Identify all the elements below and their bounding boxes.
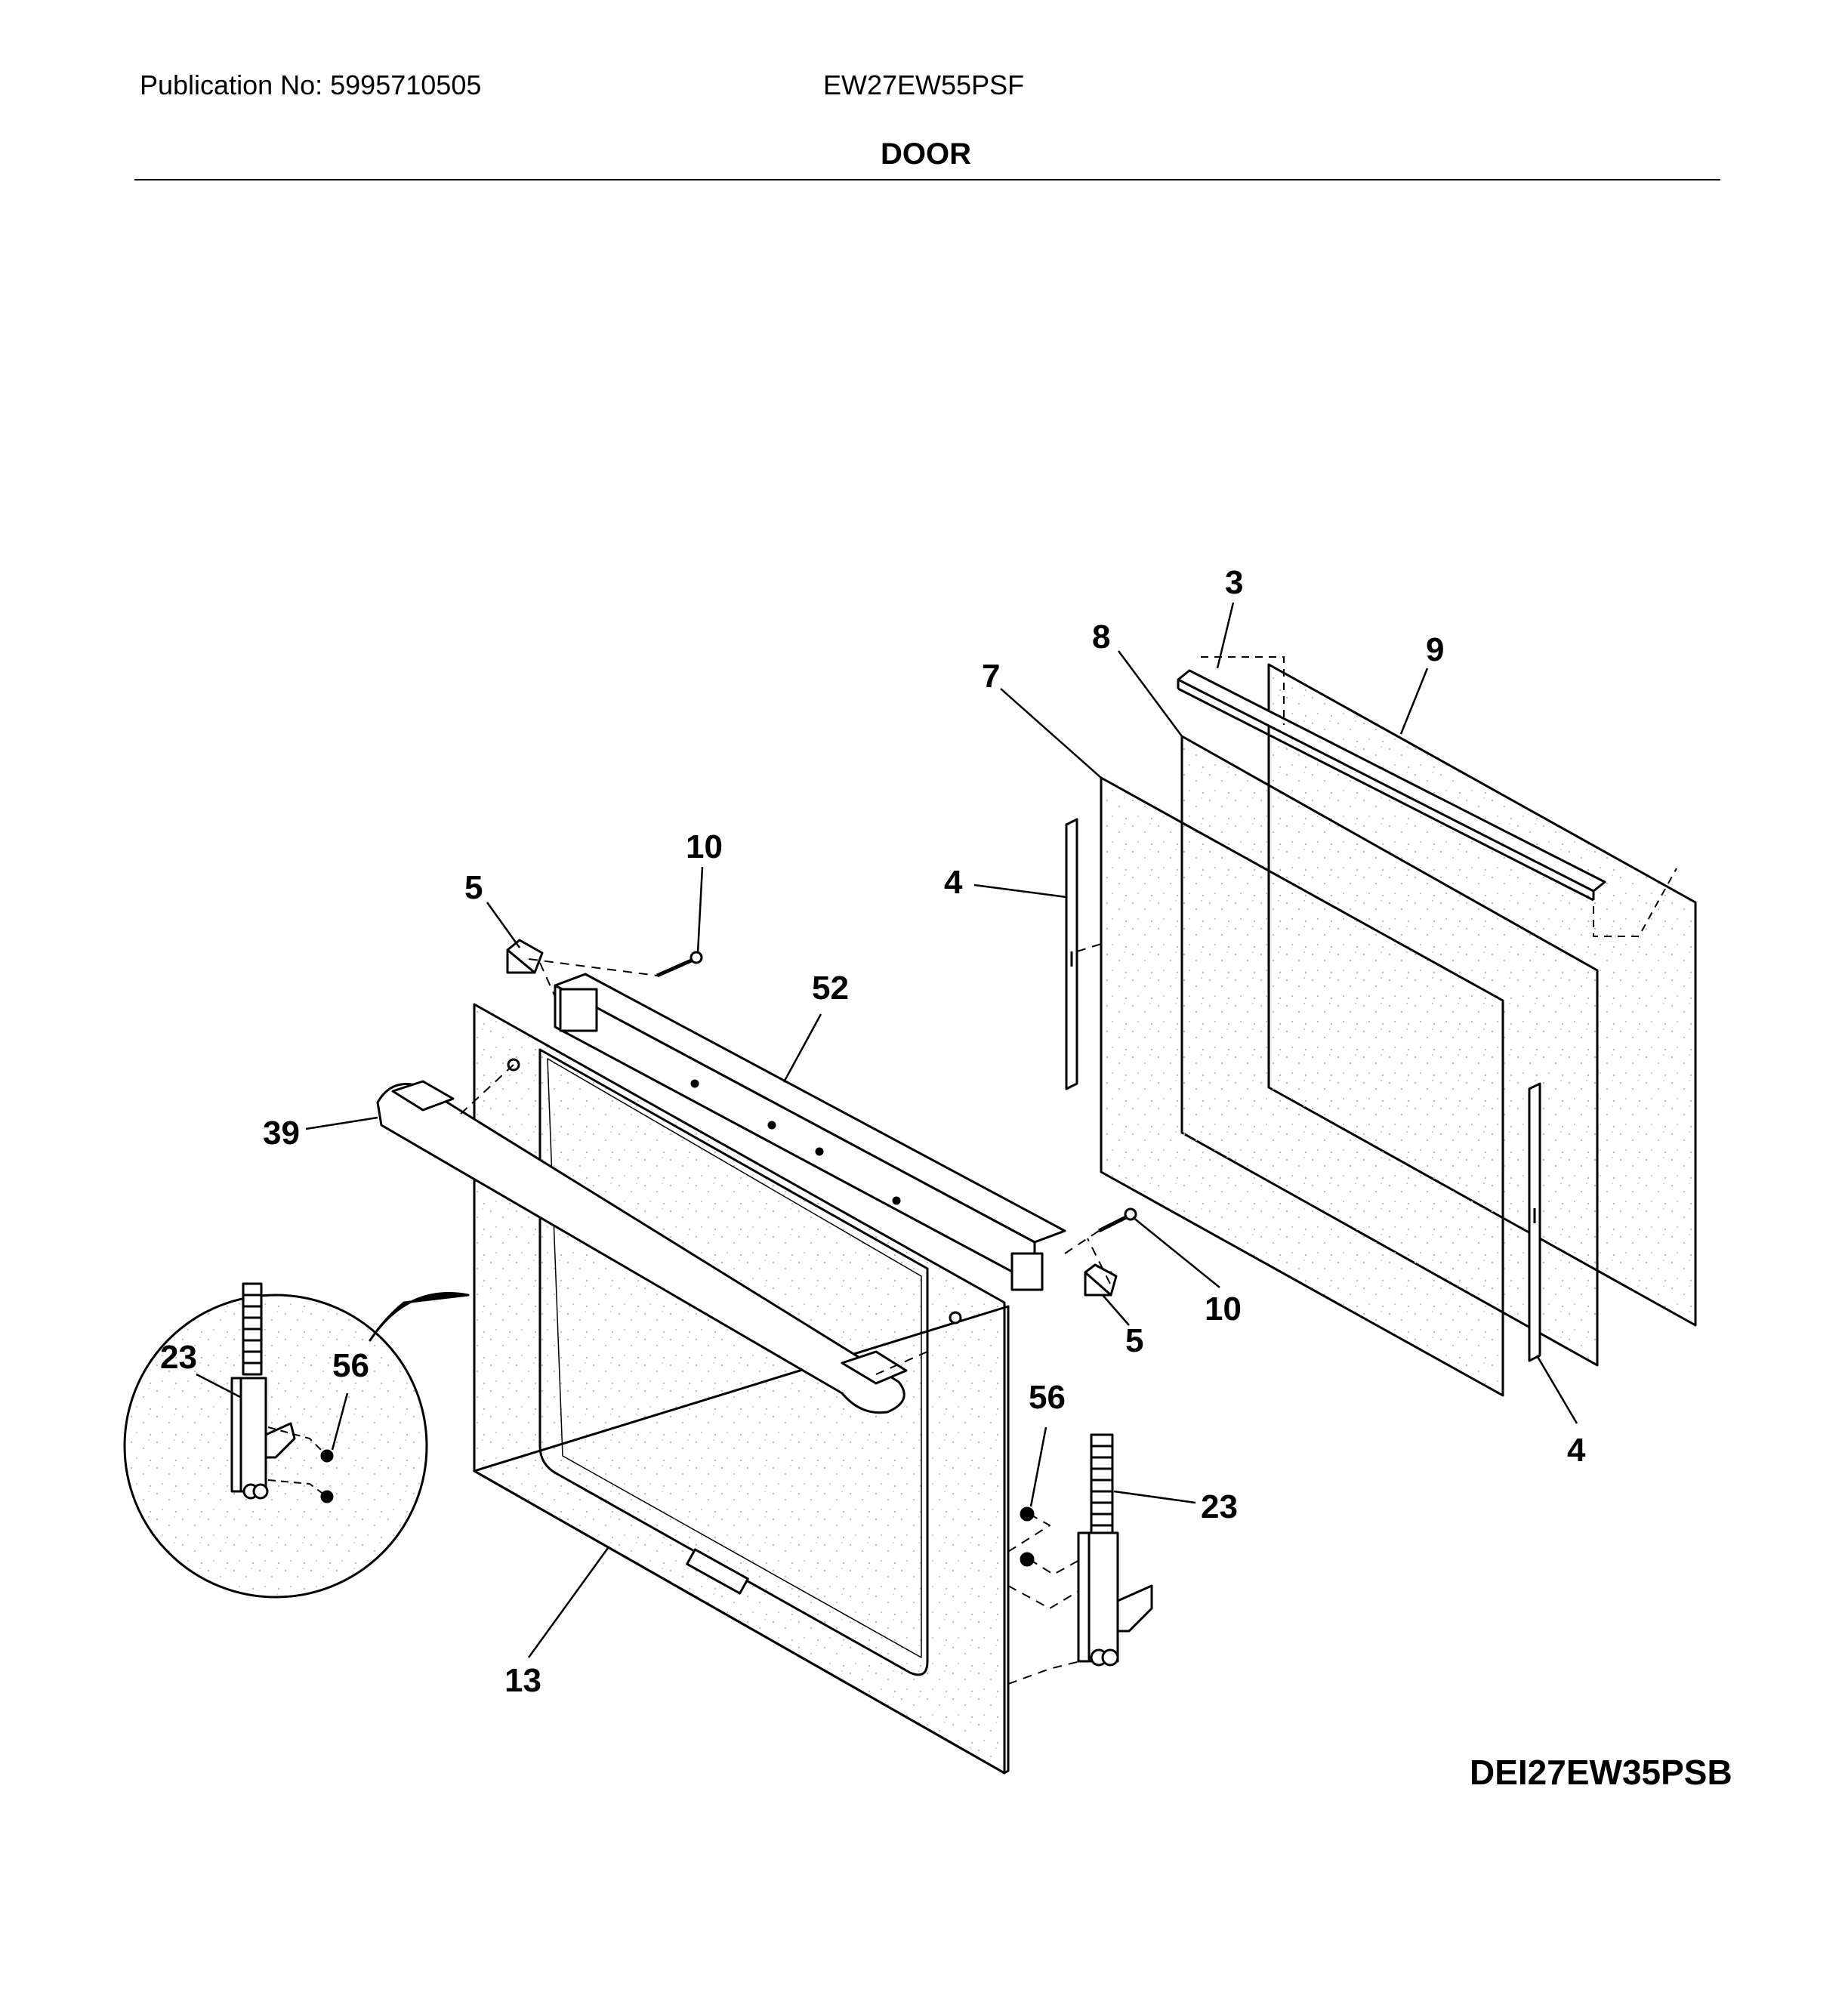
hinge-23 (1077, 1433, 1153, 1667)
callout-5-bottom: 5 (1125, 1322, 1143, 1359)
clip-5-bottom (1084, 1263, 1118, 1297)
glass-retainer-strip-3 (1177, 656, 1677, 937)
clip-5-top (506, 939, 544, 974)
screw-56-bottom (1020, 1552, 1035, 1567)
leader-lines (196, 602, 1578, 1658)
door-handle-39 (376, 1080, 908, 1414)
callout-4-right: 4 (1567, 1432, 1586, 1469)
section-title: DOOR (881, 137, 971, 171)
model-number: EW27EW55PSF (823, 69, 1025, 100)
callout-8: 8 (1092, 618, 1110, 655)
screw-10-bottom (1097, 1207, 1137, 1233)
callout-52: 52 (812, 970, 849, 1007)
callout-56: 56 (1029, 1379, 1066, 1416)
callout-56-inset: 56 (332, 1347, 369, 1384)
callout-23: 23 (1201, 1488, 1238, 1525)
header-divider (134, 179, 1720, 180)
callout-23-inset: 23 (160, 1339, 197, 1376)
detail-pointer-arrow (369, 1292, 470, 1342)
callout-10-bottom: 10 (1205, 1291, 1242, 1328)
screw-10-top (656, 951, 703, 978)
callout-5-top: 5 (464, 869, 483, 906)
callout-4-left: 4 (944, 864, 963, 901)
side-strip-4-right (1528, 1082, 1541, 1362)
assembly-lines (460, 943, 1111, 1685)
callout-9: 9 (1426, 631, 1444, 668)
glass-panel-7 (1100, 776, 1504, 1397)
callout-10-top: 10 (686, 828, 723, 865)
door-top-channel-52 (554, 973, 1066, 1291)
callout-13: 13 (504, 1662, 541, 1699)
publication-number: Publication No: 5995710505 (140, 69, 482, 100)
detail-inset-circle (123, 1282, 428, 1599)
callout-39: 39 (263, 1115, 300, 1152)
callout-7: 7 (982, 658, 1000, 695)
screw-56-top (1020, 1506, 1035, 1522)
side-strip-4-left (1065, 818, 1078, 1090)
diagram-id: DEI27EW35PSB (1470, 1753, 1732, 1792)
callout-3: 3 (1225, 564, 1243, 601)
callout-numbers: 3 8 9 7 10 5 4 52 39 23 56 10 5 4 56 23 … (160, 564, 1586, 1699)
